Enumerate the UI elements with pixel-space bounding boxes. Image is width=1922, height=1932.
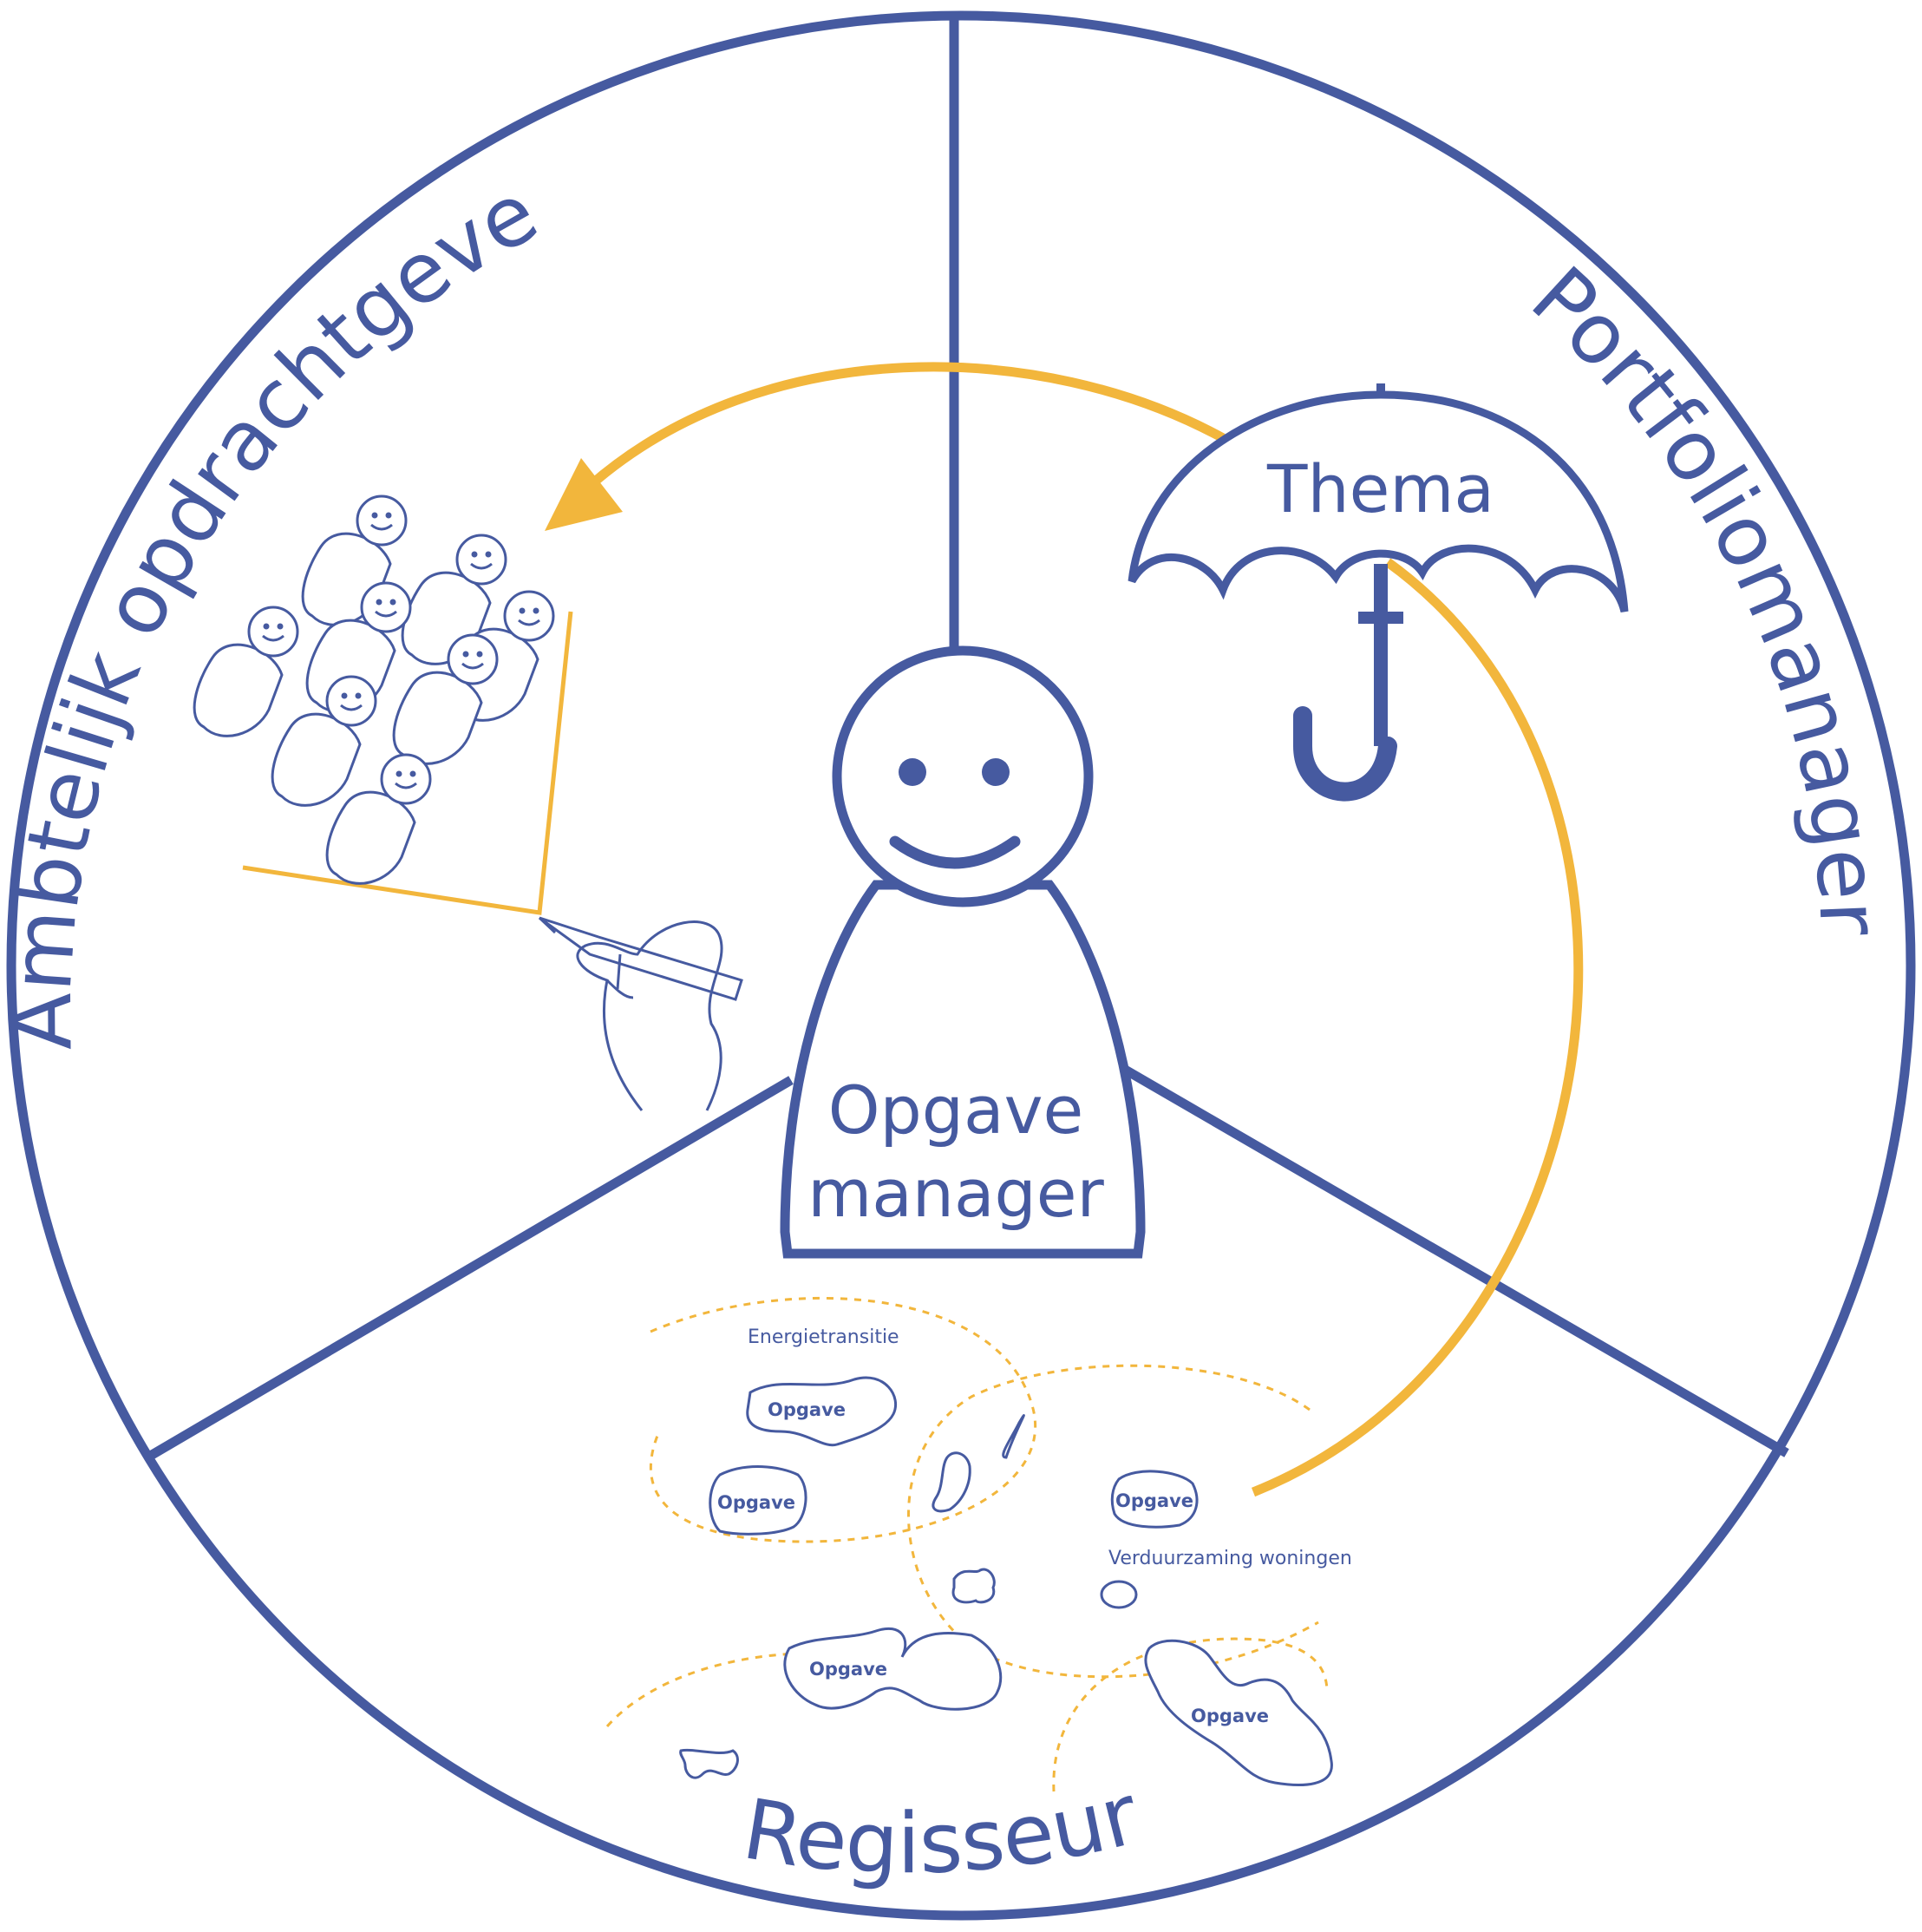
blob-opgave-4 (783, 1627, 1003, 1711)
hand-with-pencil-icon (538, 916, 743, 1111)
blob-small-3 (951, 1568, 996, 1604)
outer-circle (6, 10, 1916, 1921)
region-label-verduurzaming: Verduurzaming woningen (1108, 1548, 1352, 1569)
blob-label-2: Opgave (717, 1492, 795, 1513)
center-label-line2: manager (807, 1155, 1104, 1232)
blob-small-1 (1002, 1414, 1025, 1459)
blob-label-4: Opgave (809, 1659, 887, 1680)
blob-label-3: Opgave (1115, 1490, 1193, 1511)
arrow-top-head (545, 458, 623, 531)
blob-opgave-3 (1110, 1470, 1199, 1529)
umbrella-canopy (1128, 390, 1629, 613)
divider-right (1118, 1063, 1789, 1457)
region-verduurzaming-outline (907, 1364, 1319, 1679)
blob-small-2 (932, 1451, 971, 1513)
person-icon (193, 606, 299, 737)
arrow-top-curve (586, 362, 1226, 490)
person-icon (401, 534, 507, 665)
region-bottom-right-outline (1052, 1637, 1329, 1792)
label-portfoliomanager: Portfoliomanager (1513, 248, 1899, 937)
map-blobs (679, 1376, 1333, 1786)
divider-left (145, 1076, 794, 1462)
blob-opgave-1 (746, 1376, 898, 1447)
arrow-right-curve (1251, 558, 1584, 1497)
blob-label-1: Opgave (768, 1399, 846, 1420)
blob-opgave-5 (1144, 1639, 1333, 1786)
figure-smile (889, 835, 1021, 869)
person-icon (392, 633, 499, 765)
person-icon (271, 675, 377, 807)
center-label-line1: Opgave (828, 1071, 1084, 1149)
blob-opgave-2 (709, 1465, 807, 1536)
umbrella-label: Thema (1266, 450, 1494, 527)
figure-eye-right (982, 758, 1010, 786)
figure-eye-left (899, 758, 926, 786)
region-label-energietransitie: Energietransitie (748, 1326, 899, 1348)
umbrella-icon: Thema (1128, 383, 1629, 802)
region-energietransitie-outline (650, 1296, 1037, 1543)
blob-small-4 (1100, 1580, 1138, 1609)
blob-label-5: Opgave (1191, 1706, 1269, 1726)
figure-body (780, 880, 1146, 1259)
person-icon (325, 753, 432, 885)
people-group-icon (193, 494, 573, 915)
blob-small-5 (679, 1748, 739, 1779)
label-regisseur: Regisseur (736, 1765, 1147, 1892)
umbrella-handle (1293, 706, 1397, 802)
drawing-frame (242, 611, 573, 915)
opgave-manager-figure: Opgave manager (780, 645, 1146, 1259)
